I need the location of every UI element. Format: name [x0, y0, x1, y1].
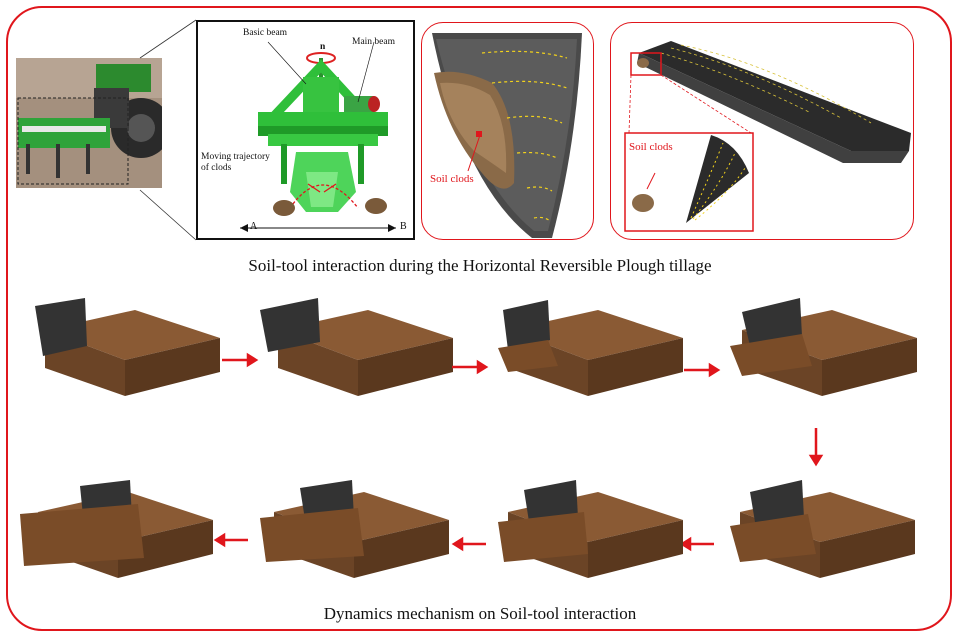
bottom-caption: Dynamics mechanism on Soil-tool interact… [323, 604, 637, 623]
blade-detail-panel: Soil clods [421, 22, 594, 240]
point-a-label: A [250, 221, 258, 232]
outer-frame [6, 6, 952, 631]
point-b-label: B [400, 221, 407, 232]
soil-clods-label-2: Soil clods [629, 141, 673, 153]
basic-beam-label: Basic beam [243, 28, 288, 38]
plough-diagram: Basic beam Main beam n Moving trajectory… [196, 20, 415, 240]
trajectory-label: Moving trajectory of clods [201, 152, 270, 173]
tractor-photo [16, 58, 162, 188]
sim-frame-5 [720, 478, 915, 578]
sim-frame-3 [488, 296, 683, 396]
sim-frame-6 [488, 478, 683, 578]
long-blade-panel: Soil clods [610, 22, 914, 240]
sim-frame-2 [258, 296, 453, 396]
rotation-n-label: n [320, 42, 326, 52]
sim-frame-7 [254, 478, 449, 578]
top-caption: Soil-tool interaction during the Horizon… [248, 256, 712, 275]
sim-frame-1 [25, 296, 220, 396]
sim-frame-4 [722, 296, 917, 396]
sim-frame-8 [18, 478, 213, 578]
soil-clods-label-1: Soil clods [430, 173, 474, 185]
main-beam-label: Main beam [352, 37, 396, 47]
